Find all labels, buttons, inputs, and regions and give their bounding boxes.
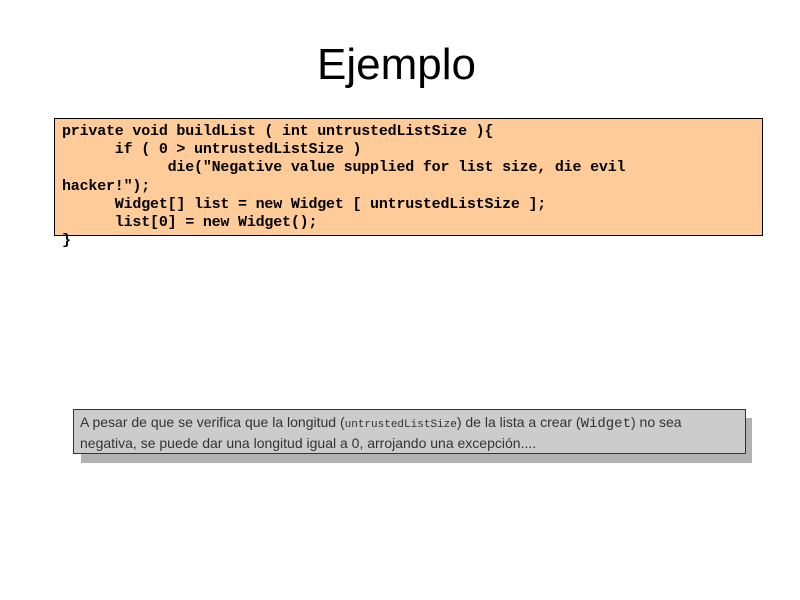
code-block: private void buildList ( int untrustedLi… xyxy=(62,123,625,250)
code-line: hacker!"); xyxy=(62,177,151,195)
code-line: die("Negative value supplied for list si… xyxy=(62,159,626,177)
code-line: list[0] = new Widget(); xyxy=(62,214,318,232)
code-box xyxy=(54,118,763,236)
note-text: , arrojando una excepción.... xyxy=(359,435,537,451)
note-zero: 0 xyxy=(351,435,360,451)
note-text: ) no sea negativa, se puede dar una long… xyxy=(80,414,682,451)
note-var-name: untrustedListSize xyxy=(344,419,457,431)
note-text: A pesar de que se verifica que la longit… xyxy=(80,414,345,430)
code-line: private void buildList ( int untrustedLi… xyxy=(62,123,494,140)
slide-title: Ejemplo xyxy=(317,40,476,89)
code-line: Widget[] list = new Widget [ untrustedLi… xyxy=(62,195,547,213)
code-line: if ( 0 > untrustedListSize ) xyxy=(62,141,362,159)
note-text: ) de la lista a crear ( xyxy=(456,414,581,430)
note-callout: A pesar de que se verifica que la longit… xyxy=(73,409,746,454)
note-class-name: Widget xyxy=(580,416,631,432)
code-line: } xyxy=(62,232,71,250)
